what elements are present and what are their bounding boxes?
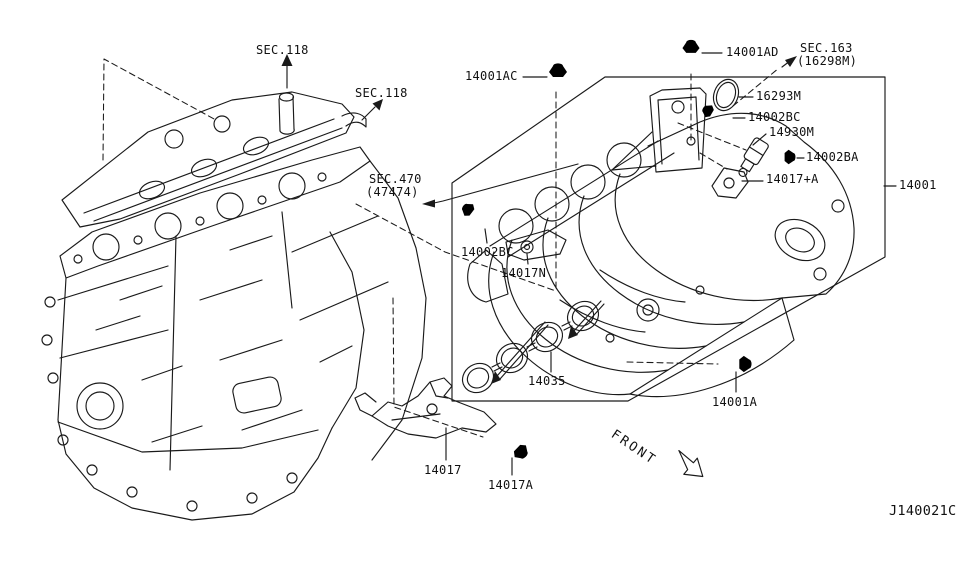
label-sec163: SEC.163: [800, 41, 853, 55]
intake-manifold-drawing: [467, 87, 855, 398]
front-arrow-icon: [678, 449, 704, 478]
label-sec470-sub: (47474): [366, 185, 419, 199]
label-14001A: 14001A: [712, 395, 758, 409]
bolt-14001AD-drawing: [682, 39, 700, 74]
engine-drawing: [41, 91, 427, 521]
bolt-14017A-drawing: [497, 428, 532, 463]
label-14017N: 14017N: [501, 266, 547, 280]
bolt-14002BC-left-drawing: [458, 200, 491, 229]
bracket-14017-drawing: [354, 377, 497, 439]
gasket-14035-drawing: [461, 300, 605, 394]
leader-lines: [433, 52, 897, 476]
label-sec163-sub: (16298M): [797, 54, 858, 68]
sensor-14930M-drawing: [738, 137, 769, 177]
label-16293M: 16293M: [756, 89, 802, 103]
section-arrows: [281, 54, 797, 208]
diagram-code: J140021C: [889, 503, 957, 519]
label-14017-plus-A: 14017+A: [766, 172, 819, 186]
label-14001AC: 14001AC: [465, 69, 518, 83]
oring-16293M-drawing: [712, 78, 740, 112]
label-14002BC-upper: 14002BC: [748, 110, 801, 124]
label-14035: 14035: [528, 374, 566, 388]
label-sec470: SEC.470: [369, 172, 422, 186]
label-14930M: 14930M: [769, 125, 815, 139]
label-14017: 14017: [424, 463, 462, 477]
bolt-14001A-drawing: [719, 355, 752, 373]
label-sec118-right: SEC.118: [355, 86, 408, 100]
label-14002BC-left: 14002BC: [461, 245, 514, 259]
label-sec118-top: SEC.118: [256, 43, 309, 57]
bolt-14001AC-drawing: [549, 63, 567, 99]
bolt-14002BA-drawing: [767, 149, 796, 165]
label-14017A: 14017A: [488, 478, 534, 492]
bolt-14017N-drawing: [520, 240, 534, 254]
label-14002BA: 14002BA: [806, 150, 859, 164]
exploded-view-box: [451, 76, 886, 402]
label-14001AD: 14001AD: [726, 45, 779, 59]
dashed-construction-lines: [102, 58, 780, 438]
label-14001: 14001: [899, 178, 937, 192]
